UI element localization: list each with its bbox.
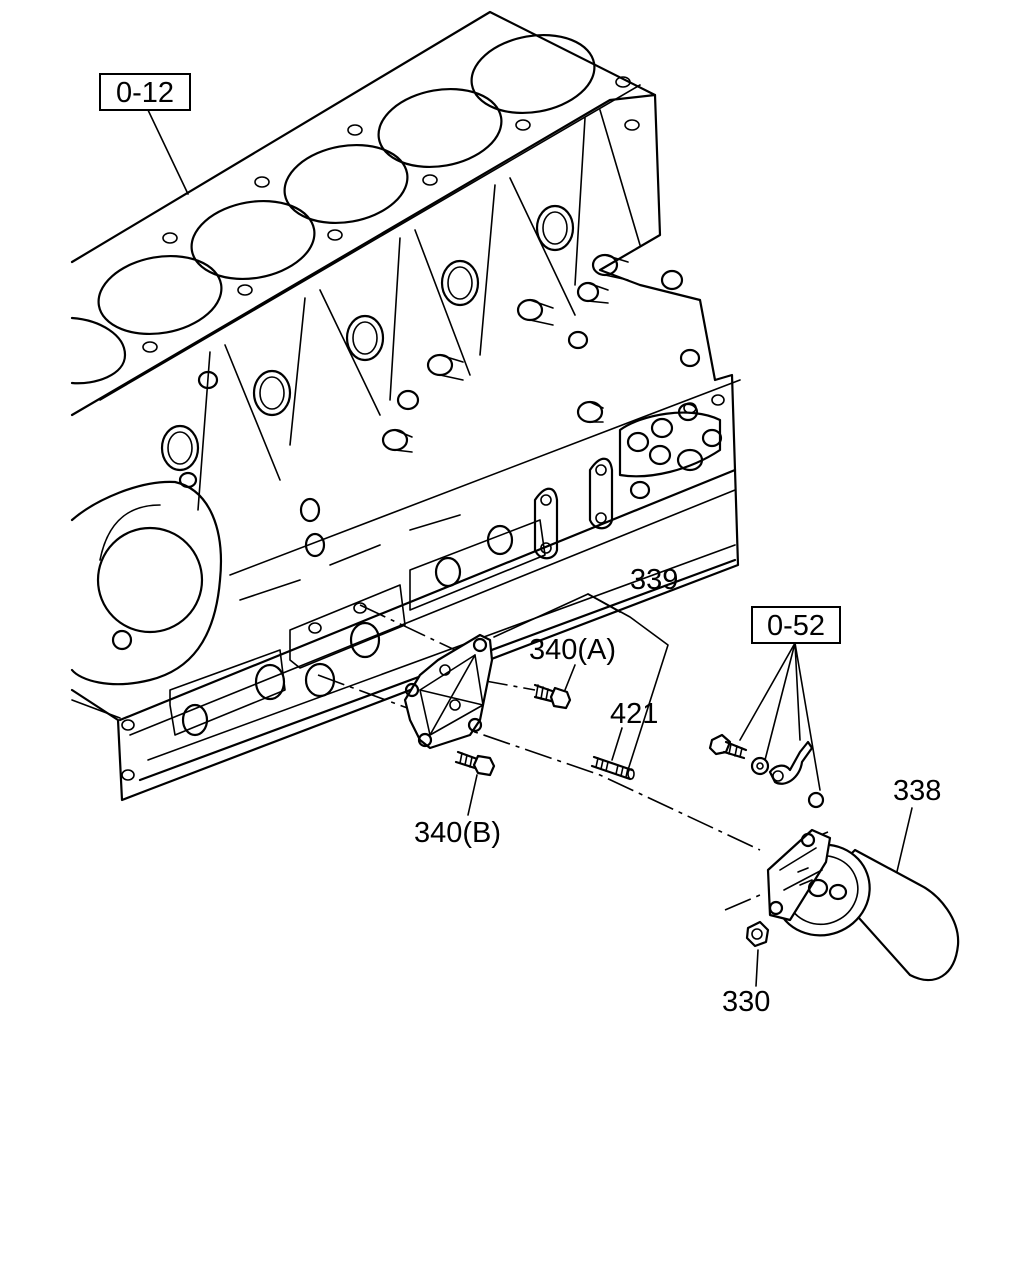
part-label-421: 421 — [610, 698, 658, 730]
part-label-340a: 340(A) — [529, 634, 616, 666]
part-label-340b: 340(B) — [414, 817, 501, 849]
nut-330 — [745, 920, 770, 948]
reference-box-0-52[interactable]: 0-52 — [751, 606, 841, 644]
leader-lines — [147, 109, 913, 987]
bolt-340b — [454, 750, 496, 777]
cylinder-block — [70, 10, 741, 802]
reference-label-0-52: 0-52 — [767, 610, 825, 642]
stud-421 — [590, 755, 635, 781]
part-label-339: 339 — [630, 564, 678, 596]
reference-box-0-12[interactable]: 0-12 — [99, 73, 191, 111]
fitting-parts-0-52 — [708, 733, 825, 809]
part-label-338: 338 — [893, 775, 941, 807]
bolt-340a — [533, 683, 572, 710]
part-label-330: 330 — [722, 986, 770, 1018]
reference-label-0-12: 0-12 — [116, 77, 174, 109]
block-plugs — [111, 253, 701, 651]
adapter-plate-339 — [403, 633, 494, 750]
oil-filter-338 — [766, 828, 960, 982]
